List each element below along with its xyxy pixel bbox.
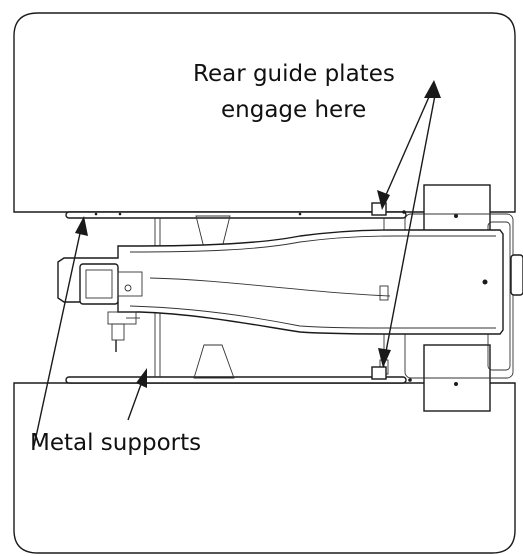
lower-bracket — [193, 344, 235, 379]
rear-guide-label-line1: Rear guide plates — [193, 61, 395, 87]
lower-guide-plate-slot — [371, 366, 387, 380]
lower-table-panel — [13, 382, 516, 554]
rear-handle — [510, 254, 523, 296]
rear-guide-label-line2: engage here — [221, 97, 367, 123]
metal-support-arrows — [33, 216, 147, 447]
rear-guide-arrows — [377, 80, 441, 368]
metal-supports-label: Metal supports — [30, 430, 202, 456]
upper-table-panel — [13, 12, 516, 213]
lower-metal-support — [65, 376, 407, 384]
upper-bracket — [195, 215, 231, 249]
upper-metal-support — [65, 211, 407, 219]
